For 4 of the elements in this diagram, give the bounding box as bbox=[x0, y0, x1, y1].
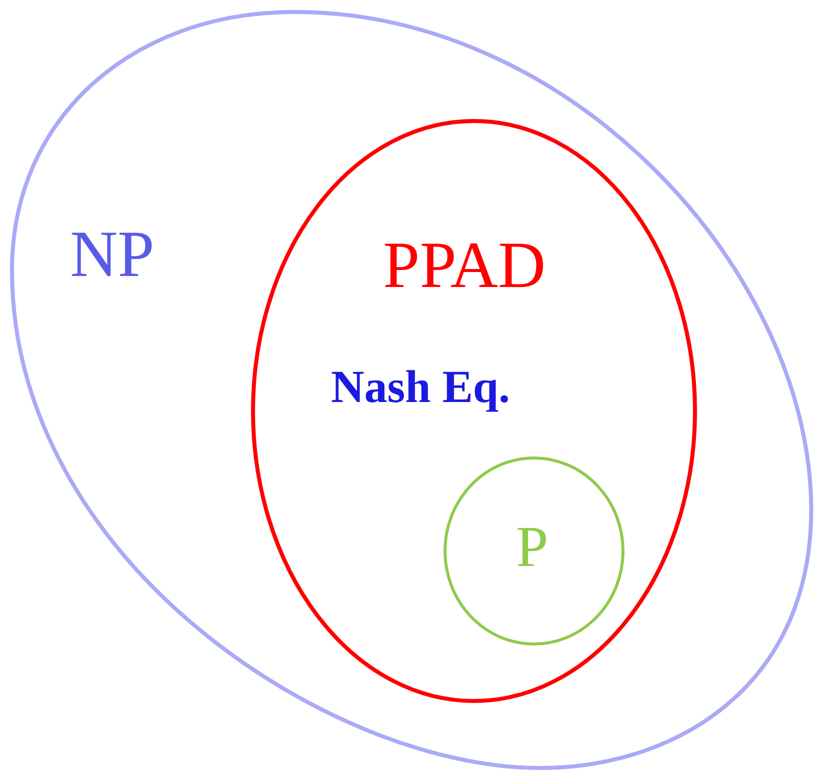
set-label: P bbox=[516, 518, 548, 576]
set-label: NP bbox=[70, 222, 154, 288]
annotation-text: Nash Eq. bbox=[331, 364, 510, 410]
set-label: PPAD bbox=[383, 233, 546, 299]
